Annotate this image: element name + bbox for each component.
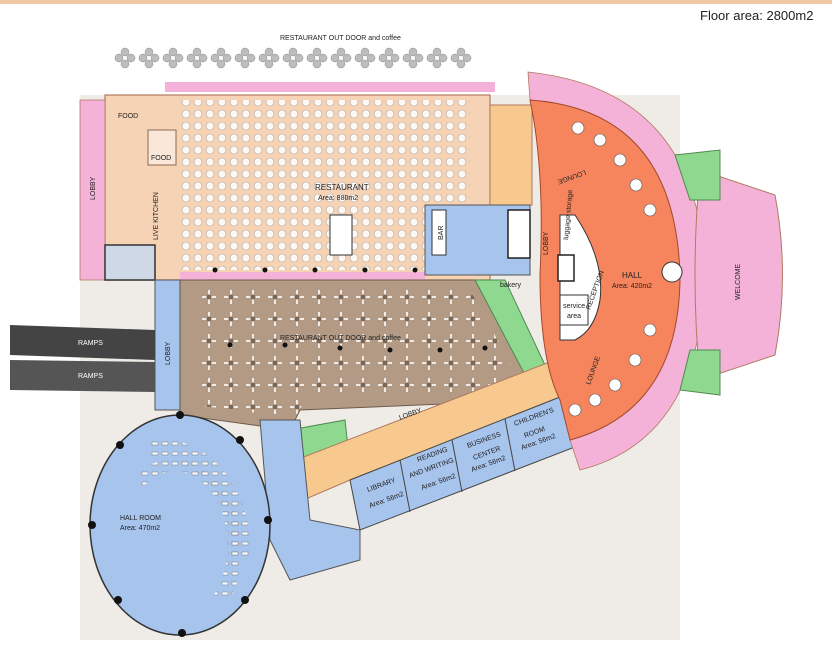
service-area-room: [559, 294, 589, 326]
elevator-1: [507, 209, 531, 259]
label-outdoor-mid: RESTAURANT OUT DOOR and coffee: [280, 335, 401, 342]
room-divider-1: [399, 459, 411, 513]
stair-restaurant: [329, 214, 353, 256]
service-lower: [259, 419, 361, 581]
outdoor-planter-row: [114, 47, 472, 69]
label-live-kitchen: LIVE KITCHEN: [153, 192, 160, 240]
lounge-bottom-furniture: [568, 323, 657, 417]
label-bar: BAR: [438, 226, 445, 240]
hall-orange: [529, 99, 681, 441]
lounge-top-furniture: [571, 121, 657, 217]
planter-icon: [330, 47, 352, 69]
label-lobby-vertical: LOBBY: [165, 341, 172, 365]
entrance-green-top: [674, 149, 721, 201]
label-restaurant: RESTAURANT: [315, 183, 369, 192]
label-service: service: [563, 303, 585, 310]
restaurant-lower-strip: [180, 272, 425, 280]
ramp-upper: [10, 325, 155, 360]
bar-block: [431, 209, 447, 256]
header-strip: [0, 0, 832, 4]
stair-left: [104, 244, 156, 281]
planter-icon: [234, 47, 256, 69]
entrance-green-bottom: [679, 349, 721, 396]
planter-icon: [282, 47, 304, 69]
ramp-lower: [10, 360, 155, 392]
planter-icon: [186, 47, 208, 69]
outdoor-tables: [195, 290, 525, 418]
room-divider-2: [451, 439, 463, 493]
floor-area-label: Floor area: 2800m2: [700, 8, 814, 23]
label-hall-room: HALL ROOM: [120, 515, 161, 522]
label-service-area: area: [567, 313, 581, 320]
label-outdoor-top: RESTAURANT OUT DOOR and coffee: [280, 35, 401, 42]
label-restaurant-area: Area: 880m2: [318, 195, 358, 202]
planter-icon: [138, 47, 160, 69]
terrace-columns: [212, 267, 488, 353]
planter-icon: [378, 47, 400, 69]
label-food-1: FOOD: [118, 113, 138, 120]
planter-icon: [426, 47, 448, 69]
label-bakery: bakery: [500, 282, 522, 289]
label-welcome: WELCOME: [735, 264, 742, 301]
label-hall: HALL: [622, 271, 643, 280]
lobby-left-block: [79, 99, 106, 281]
planter-icon: [306, 47, 328, 69]
planter-icon: [210, 47, 232, 69]
hall-column: [661, 261, 683, 283]
planter-icon: [258, 47, 280, 69]
label-lobby-left: LOBBY: [90, 176, 97, 200]
restaurant-tables: [180, 100, 470, 270]
planter-icon: [450, 47, 472, 69]
planter-icon: [162, 47, 184, 69]
label-hall-area: Area: 420m2: [612, 283, 652, 290]
elevator-2: [557, 254, 575, 282]
label-food-2: FOOD: [151, 155, 171, 162]
planter-icon: [402, 47, 424, 69]
label-ramps-2: RAMPS: [78, 373, 103, 380]
restaurant-pink-edge: [165, 82, 495, 92]
planter-icon: [114, 47, 136, 69]
food-room: [147, 129, 177, 166]
label-hall-room-area: Area: 470m2: [120, 525, 160, 532]
hall-room: [88, 411, 272, 637]
lobby-orange-block: [489, 104, 533, 206]
planter-icon: [354, 47, 376, 69]
label-luggage: luggage storage: [563, 189, 574, 240]
label-ramps-1: RAMPS: [78, 340, 103, 347]
room-divider-3: [504, 418, 516, 472]
label-lobby-hall: LOBBY: [543, 231, 550, 255]
